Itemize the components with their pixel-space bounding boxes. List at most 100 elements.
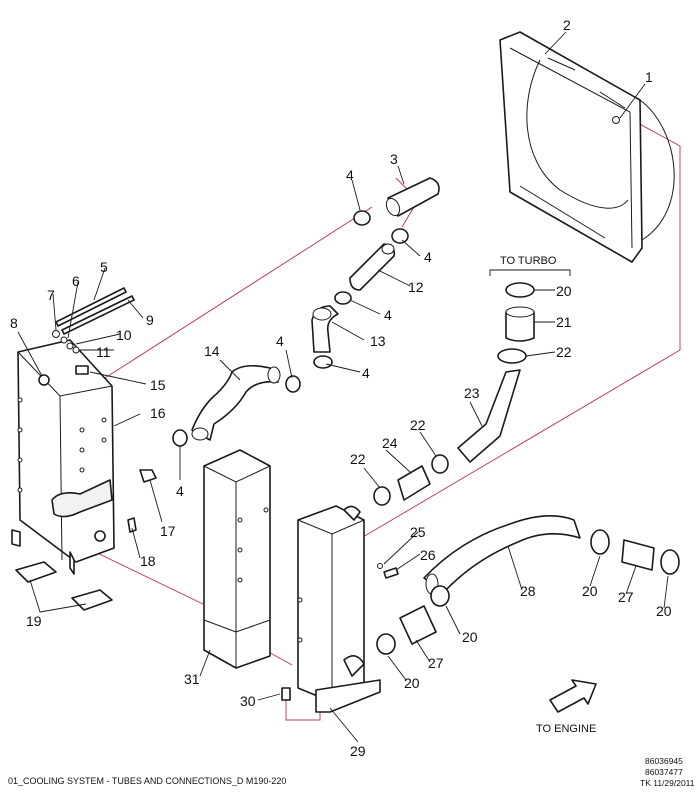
tube-23 — [457, 369, 521, 463]
callout-20: 20 — [404, 675, 420, 691]
callout-17: 17 — [160, 523, 176, 539]
turbo-pipe-assembly — [373, 282, 535, 506]
callout-22: 22 — [410, 417, 426, 433]
clamp-4-icon — [172, 429, 188, 447]
callout-21: 21 — [556, 314, 572, 330]
tube-12 — [349, 243, 396, 291]
callout-27: 27 — [618, 589, 634, 605]
callout-20: 20 — [462, 629, 478, 645]
callout-22: 22 — [556, 344, 572, 360]
fitting-6-icon — [60, 336, 68, 344]
callout-4: 4 — [176, 483, 184, 499]
cooler-29 — [297, 505, 381, 713]
sensor-15-icon — [75, 365, 89, 375]
sleeve-21 — [505, 311, 535, 342]
connection-line-shroud-to-tank — [345, 121, 681, 548]
fittings-5-11 — [52, 287, 135, 354]
callout-16: 16 — [150, 405, 166, 421]
clamp-4-icon — [313, 355, 333, 369]
bolt-26-icon — [383, 567, 399, 579]
clamp-22-icon — [373, 486, 391, 506]
callout-12: 12 — [408, 279, 424, 295]
cap-8-icon — [38, 374, 50, 386]
clamp-20-icon — [660, 549, 680, 575]
callout-14: 14 — [204, 343, 220, 359]
engine-hose-assembly — [376, 515, 680, 655]
callout-19: 19 — [26, 613, 42, 629]
callout-20: 20 — [582, 583, 598, 599]
callout-23: 23 — [464, 385, 480, 401]
to-engine-label: TO ENGINE — [536, 723, 596, 735]
callout-3: 3 — [390, 151, 398, 167]
callout-5: 5 — [100, 259, 108, 275]
pipe-5 — [55, 287, 127, 327]
clamp-20-icon — [430, 585, 450, 607]
clamp-4-icon — [391, 228, 409, 244]
washer-25-icon — [377, 563, 383, 569]
callout-29: 29 — [350, 743, 366, 759]
sleeve-24 — [397, 465, 431, 501]
sleeve-27 — [621, 539, 655, 571]
doc-number-2: 86037477 — [645, 767, 683, 777]
callout-4: 4 — [384, 307, 392, 323]
clamp-20-icon — [376, 633, 396, 655]
clamp-20-icon — [505, 282, 535, 298]
callout-10: 10 — [116, 327, 132, 343]
callout-20: 20 — [556, 283, 572, 299]
drain-icon — [94, 530, 106, 542]
callout-labels: 1 2 3 4 4 4 4 4 4 5 6 7 8 9 10 11 12 13 … — [10, 17, 672, 759]
callout-11: 11 — [96, 344, 111, 360]
callout-4: 4 — [346, 167, 354, 183]
bracket-17 — [139, 469, 157, 483]
hose-28 — [423, 515, 581, 593]
callout-7: 7 — [47, 287, 55, 303]
radiator-16 — [11, 339, 115, 575]
callout-20: 20 — [656, 603, 672, 619]
callout-1: 1 — [645, 69, 653, 85]
diagram-caption: 01_COOLING SYSTEM - TUBES AND CONNECTION… — [8, 776, 286, 786]
callout-25: 25 — [410, 524, 426, 540]
fitting-11-icon — [72, 346, 80, 354]
callout-31: 31 — [184, 671, 200, 687]
connection-line-clamp-to-radiator — [104, 206, 373, 379]
callout-22: 22 — [350, 451, 366, 467]
callout-28: 28 — [520, 583, 536, 599]
callout-15: 15 — [150, 377, 166, 393]
fan-shroud — [499, 31, 675, 263]
clamp-4-icon — [285, 375, 301, 393]
callout-26: 26 — [420, 547, 436, 563]
callout-9: 9 — [146, 312, 154, 328]
bolt-1-icon — [612, 116, 620, 124]
to-turbo-bracket — [489, 269, 571, 276]
callout-2: 2 — [563, 17, 571, 33]
direction-arrow-icon — [549, 679, 597, 713]
clamp-22-icon — [497, 348, 527, 364]
revision-label: TK 11/29/2011 — [640, 778, 695, 788]
doc-number-1: 86036945 — [645, 756, 683, 766]
callout-4: 4 — [362, 365, 370, 381]
pipe-9 — [61, 295, 135, 335]
mount-19a — [15, 561, 57, 583]
connection-line-bolt30 — [285, 696, 321, 721]
hose-14 — [191, 364, 281, 441]
elbow-13 — [311, 305, 339, 353]
clamp-22-icon — [431, 454, 449, 474]
fitting-7-icon — [52, 330, 60, 338]
callout-4: 4 — [276, 333, 284, 349]
leader-lines — [17, 31, 669, 743]
callout-4: 4 — [424, 249, 432, 265]
clamp-4-icon — [334, 291, 352, 305]
bolt-30-icon — [281, 687, 291, 701]
to-turbo-label: TO TURBO — [500, 255, 557, 267]
clamp-4-icon — [353, 210, 371, 226]
callout-30: 30 — [240, 693, 256, 709]
clamp-20-icon — [590, 529, 610, 555]
callout-6: 6 — [72, 273, 80, 289]
hose-3 — [385, 177, 440, 217]
mount-19b — [71, 589, 113, 611]
callout-8: 8 — [10, 315, 18, 331]
bolt-18-icon — [127, 517, 137, 533]
callout-13: 13 — [370, 333, 386, 349]
